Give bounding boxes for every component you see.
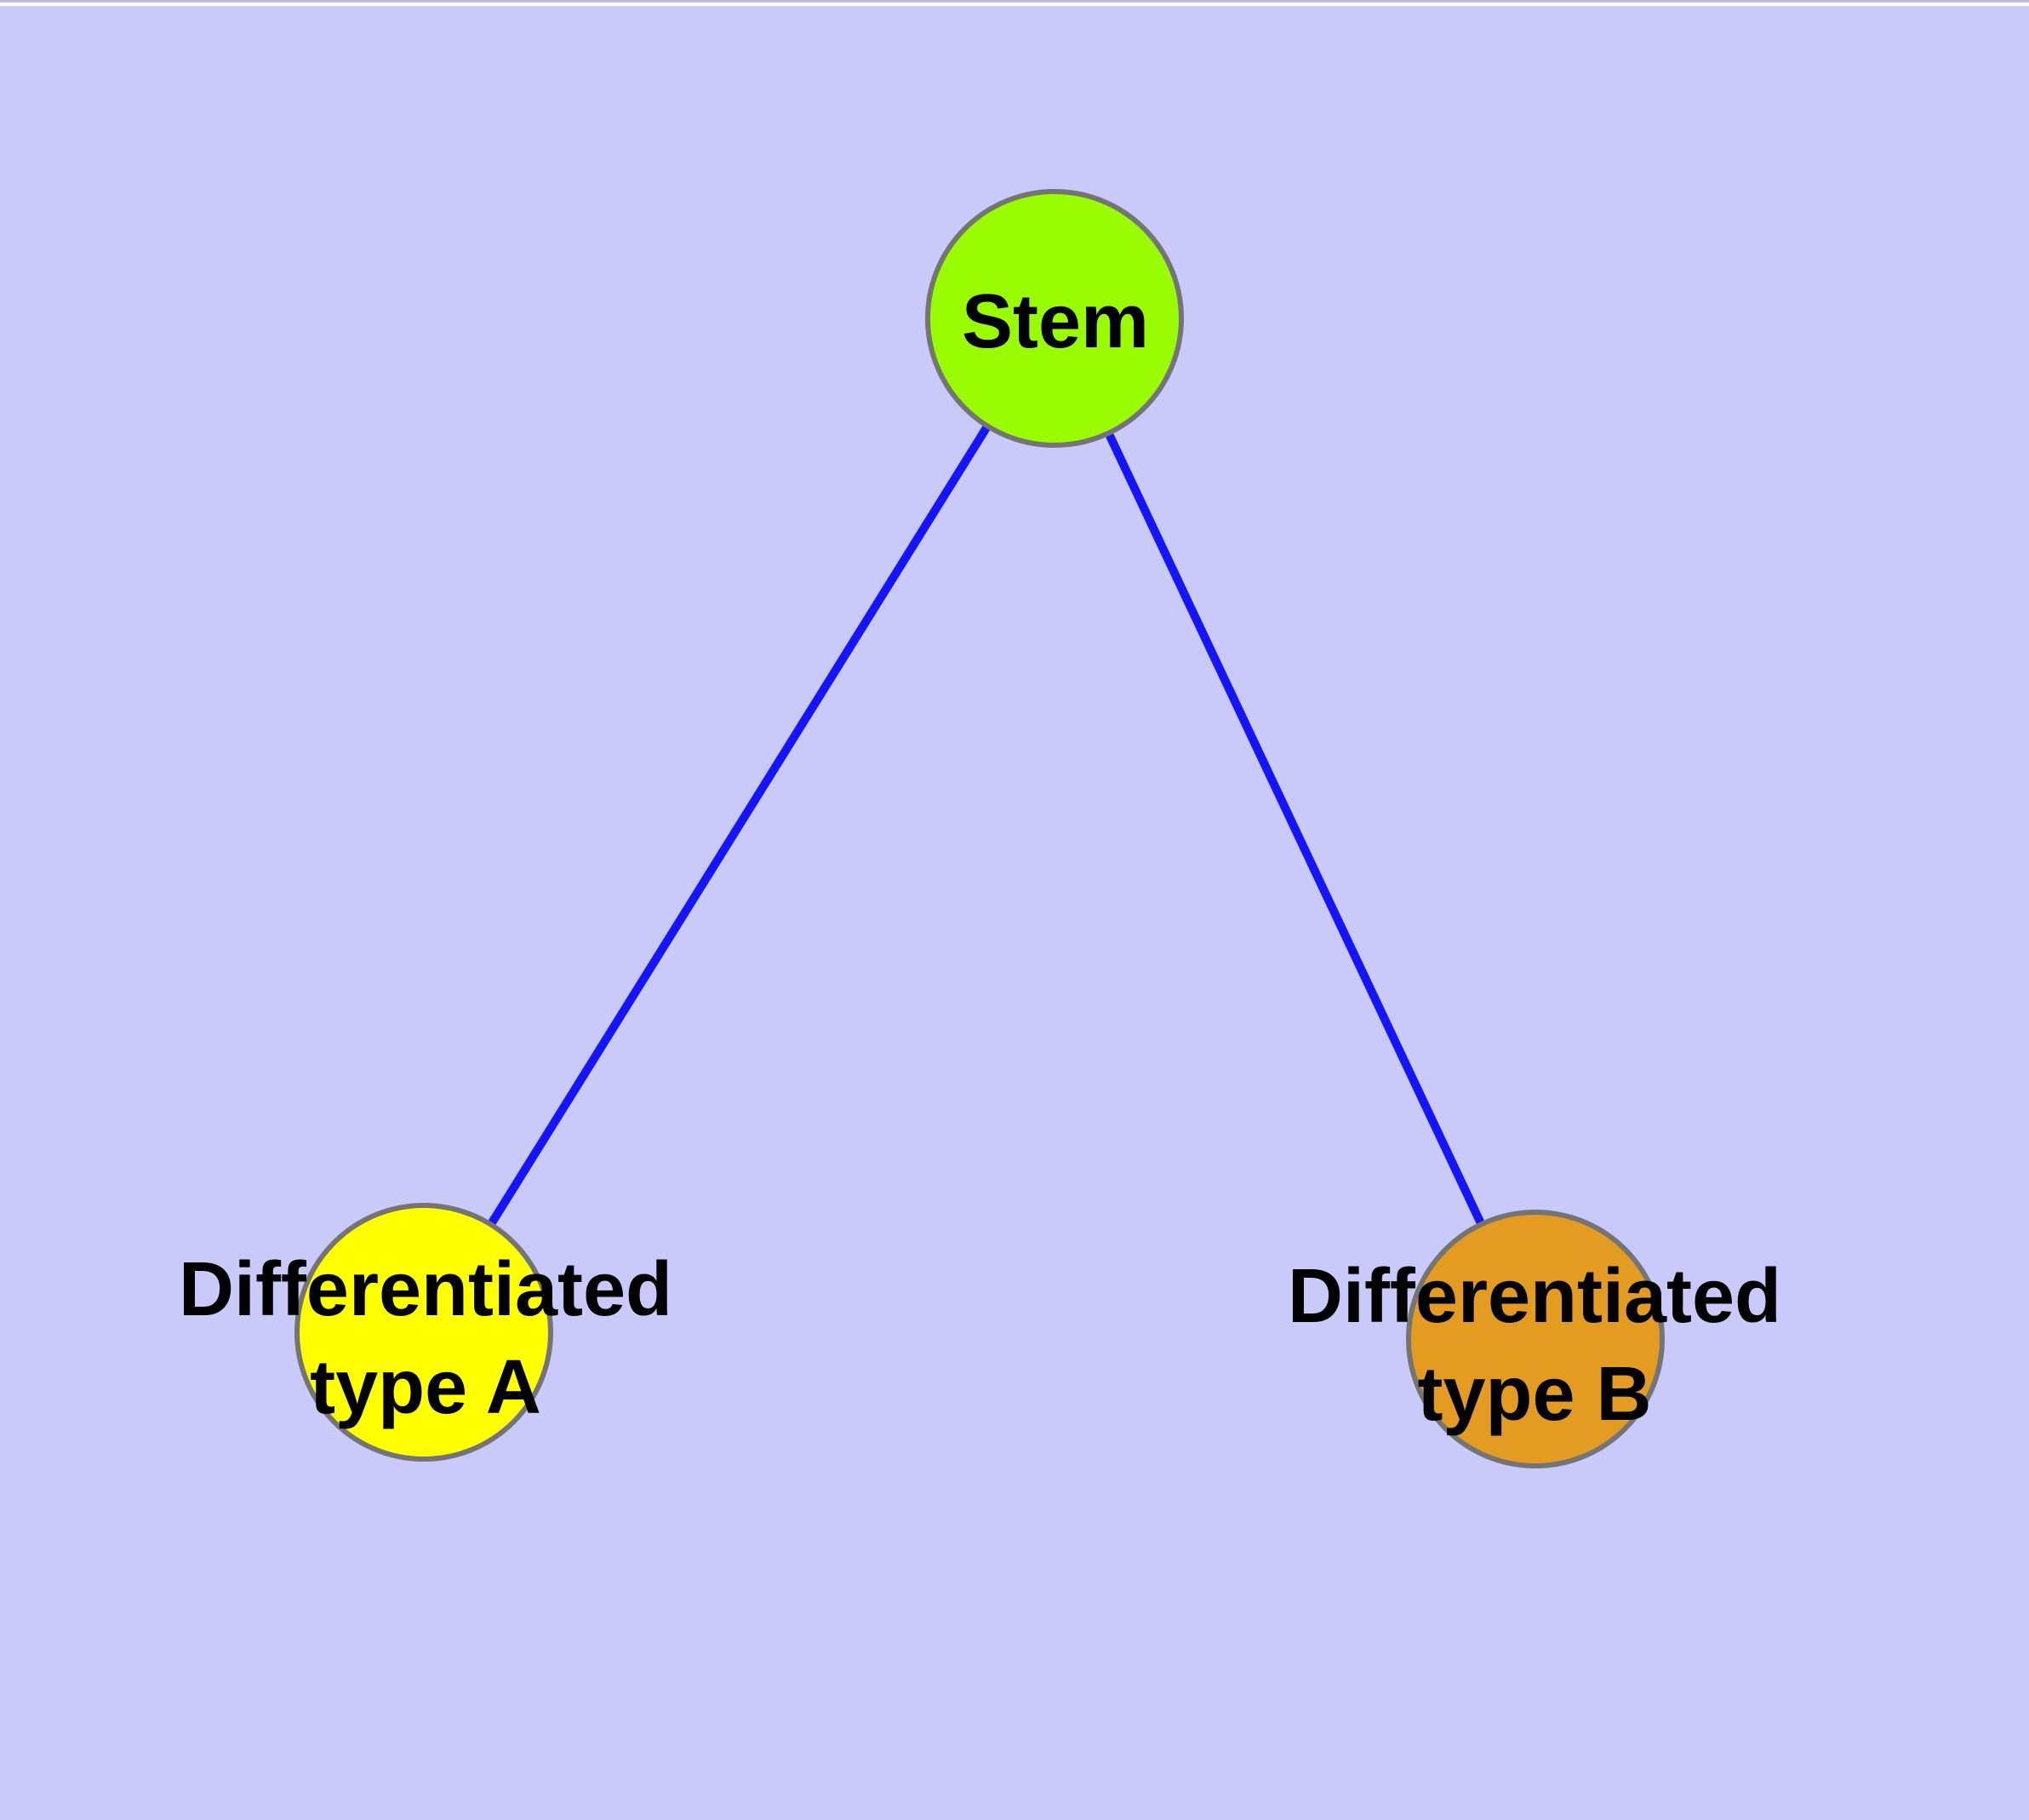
stem-node-circle: [925, 189, 1184, 448]
edge-stem-to-type-a: [420, 316, 1059, 1335]
type-a-node-label-line2: type A: [310, 1345, 541, 1430]
type-b-node-circle: [1406, 1210, 1665, 1468]
type-b-node-label-line1: Differentiated: [1288, 1254, 1781, 1339]
stem-node-label: Stem: [962, 279, 1149, 364]
type-a-node-circle: [294, 1203, 553, 1462]
type-b-node-label-line2: type B: [1417, 1352, 1651, 1437]
node-differentiated-type-a: Differentiated type A: [179, 1203, 672, 1462]
type-a-node-label-line1: Differentiated: [179, 1247, 672, 1332]
node-differentiated-type-b: Differentiated type B: [1288, 1210, 1781, 1468]
node-stem: Stem: [925, 189, 1184, 448]
window-top-edge: [0, 0, 2029, 3]
window-top-highlight: [0, 3, 2029, 6]
edge-stem-to-type-b: [1050, 316, 1540, 1342]
